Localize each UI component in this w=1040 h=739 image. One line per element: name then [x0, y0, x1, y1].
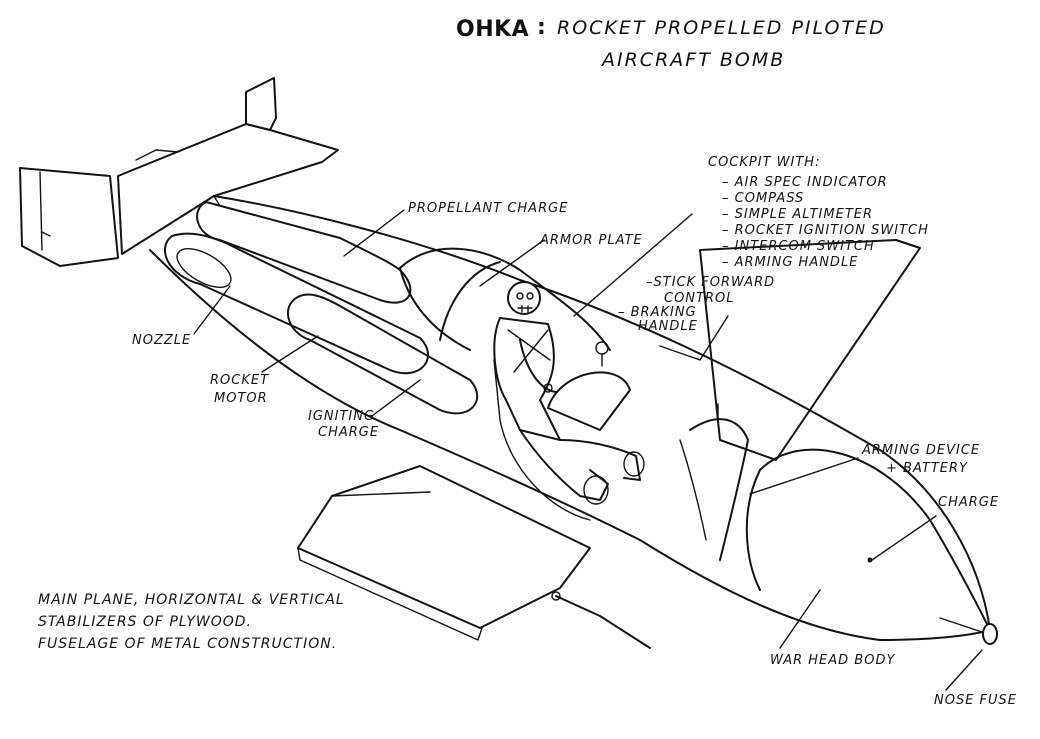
canopy-and-pilot: [399, 247, 645, 521]
leader-lines: [193, 209, 983, 691]
note-line: STABILIZERS OF PLYWOOD.: [38, 614, 252, 630]
label-braking-handle-2: HANDLE: [638, 319, 698, 334]
label-arming-device-1: ARMING DEVICE: [861, 443, 980, 458]
cockpit-heading: COCKPIT WITH:: [708, 155, 820, 170]
label-braking-handle-1: – BRAKING: [618, 305, 697, 320]
label-stick-forward-2: CONTROL: [664, 291, 734, 306]
title-block: OHKA : ROCKET PROPELLED PILOTED AIRCRAFT…: [456, 15, 886, 71]
pitot-tube: [555, 595, 651, 649]
rocket-lower: [287, 293, 479, 415]
label-nose-fuse: NOSE FUSE: [934, 693, 1017, 708]
label-nozzle: NOZZLE: [132, 333, 191, 348]
title-name: OHKA: [456, 17, 529, 42]
tail-fin-right: [245, 77, 277, 131]
main-wing: [297, 239, 921, 641]
cockpit-item: – AIR SPEC INDICATOR: [722, 175, 888, 190]
cockpit-item: – ARMING HANDLE: [722, 255, 858, 270]
fuselage-top-line: [213, 195, 991, 631]
label-rocket-motor-1: ROCKET: [210, 373, 269, 388]
cockpit-item: – INTERCOM SWITCH: [722, 239, 875, 254]
label-igniting-charge-2: CHARGE: [318, 425, 379, 440]
label-arming-device-2: + BATTERY: [886, 461, 968, 476]
label-rocket-motor-2: MOTOR: [214, 391, 268, 406]
pilot-body: [493, 317, 561, 441]
label-propellant-charge: PROPELLANT CHARGE: [408, 201, 568, 216]
cockpit-list: COCKPIT WITH: – AIR SPEC INDICATOR – COM…: [708, 155, 929, 270]
component-labels: PROPELLANT CHARGE ARMOR PLATE NOZZLE ROC…: [132, 201, 1017, 708]
title-separator: :: [537, 15, 546, 40]
label-war-head-body: WAR HEAD BODY: [770, 653, 895, 668]
title-line2: AIRCRAFT BOMB: [600, 49, 785, 71]
label-igniting-charge-1: IGNITING: [308, 409, 375, 424]
cockpit-item: – COMPASS: [722, 191, 804, 206]
note-line: MAIN PLANE, HORIZONTAL & VERTICAL: [38, 592, 345, 608]
note-line: FUSELAGE OF METAL CONSTRUCTION.: [38, 636, 337, 652]
rocket-middle: [163, 232, 430, 375]
warhead-ring: [745, 469, 761, 591]
label-armor-plate: ARMOR PLATE: [539, 233, 643, 248]
title-line1: ROCKET PROPELLED PILOTED: [557, 17, 886, 39]
fuselage-bottom-line: [149, 249, 991, 641]
warhead-nose: [759, 448, 991, 631]
instrument-panel: [547, 371, 631, 431]
construction-notes: MAIN PLANE, HORIZONTAL & VERTICAL STABIL…: [38, 592, 345, 652]
tail-assembly: [19, 77, 339, 267]
cockpit-item: – ROCKET IGNITION SWITCH: [722, 223, 929, 238]
rocket-upper: [196, 201, 412, 304]
armor-plate: [439, 261, 501, 341]
tail-fin-left: [19, 167, 119, 267]
rocket-motors: [163, 201, 479, 415]
horizontal-stabilizer: [117, 123, 339, 255]
wing-right: [699, 239, 921, 461]
label-charge: CHARGE: [938, 495, 999, 510]
label-stick-forward-1: –STICK FORWARD: [646, 275, 775, 290]
cockpit-item: – SIMPLE ALTIMETER: [722, 207, 873, 222]
fuselage: [149, 195, 998, 649]
pilot-head: [507, 281, 541, 315]
nose-fuse: [982, 623, 998, 645]
canopy: [399, 247, 611, 351]
